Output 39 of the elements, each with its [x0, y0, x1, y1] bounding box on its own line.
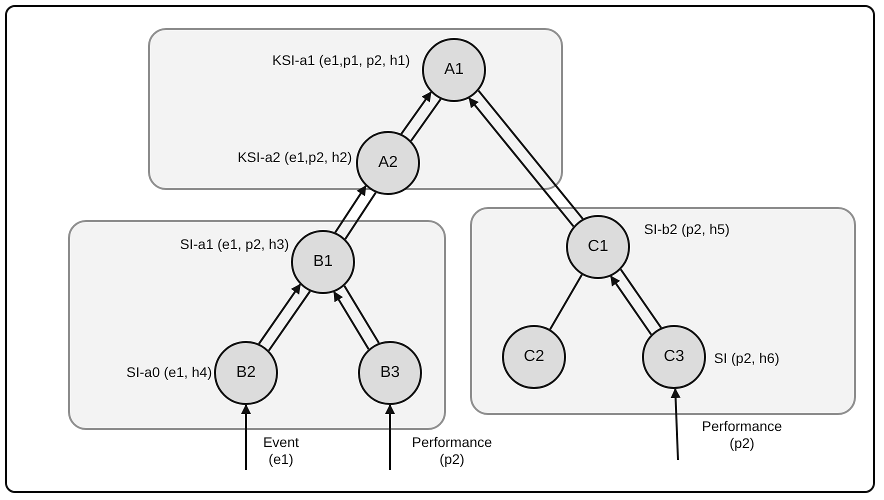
- connector-line: [549, 274, 583, 330]
- node-annotation: SI-a1 (e1, p2, h3): [180, 236, 289, 252]
- connector-line: [410, 98, 442, 142]
- arrow: [385, 404, 395, 470]
- arrow: [241, 404, 251, 470]
- node-label: A1: [444, 61, 464, 79]
- arrow: [670, 388, 681, 460]
- arrow: [400, 91, 432, 134]
- arrow: [334, 185, 367, 233]
- node-label: C3: [664, 348, 684, 366]
- node-annotation: SI-a0 (e1, h4): [126, 364, 212, 380]
- node-annotation: SI-b2 (p2, h5): [644, 221, 730, 237]
- node-label: B3: [380, 364, 400, 382]
- node-circle: [356, 131, 420, 195]
- node-label: A2: [378, 154, 398, 172]
- connector-line: [478, 90, 584, 220]
- node-label: C2: [524, 348, 544, 366]
- node-annotation: KSI-a2 (e1,p2, h2): [238, 149, 352, 165]
- connector-line: [620, 268, 662, 328]
- edge-label: Event (e1): [262, 434, 300, 468]
- node-circle: [566, 215, 630, 279]
- node-annotation: SI (p2, h6): [714, 350, 780, 366]
- edge-label: Performance (p2): [700, 418, 784, 452]
- node-circle: [291, 230, 355, 294]
- node-label: C1: [588, 238, 608, 256]
- node-label: B1: [313, 253, 333, 271]
- arrow: [258, 284, 301, 344]
- connector-line: [344, 192, 377, 240]
- connector-line: [344, 285, 380, 344]
- arrow: [333, 291, 370, 350]
- group-panel: [470, 207, 856, 415]
- edge-label: Performance (p2): [410, 434, 494, 468]
- node-annotation: KSI-a1 (e1,p1, p2, h1): [272, 52, 410, 68]
- arrow: [610, 275, 652, 336]
- node-label: B2: [236, 364, 256, 382]
- group-panel: [68, 220, 446, 430]
- arrow: [468, 97, 574, 228]
- connector-line: [268, 290, 311, 352]
- node-circle: [422, 38, 486, 102]
